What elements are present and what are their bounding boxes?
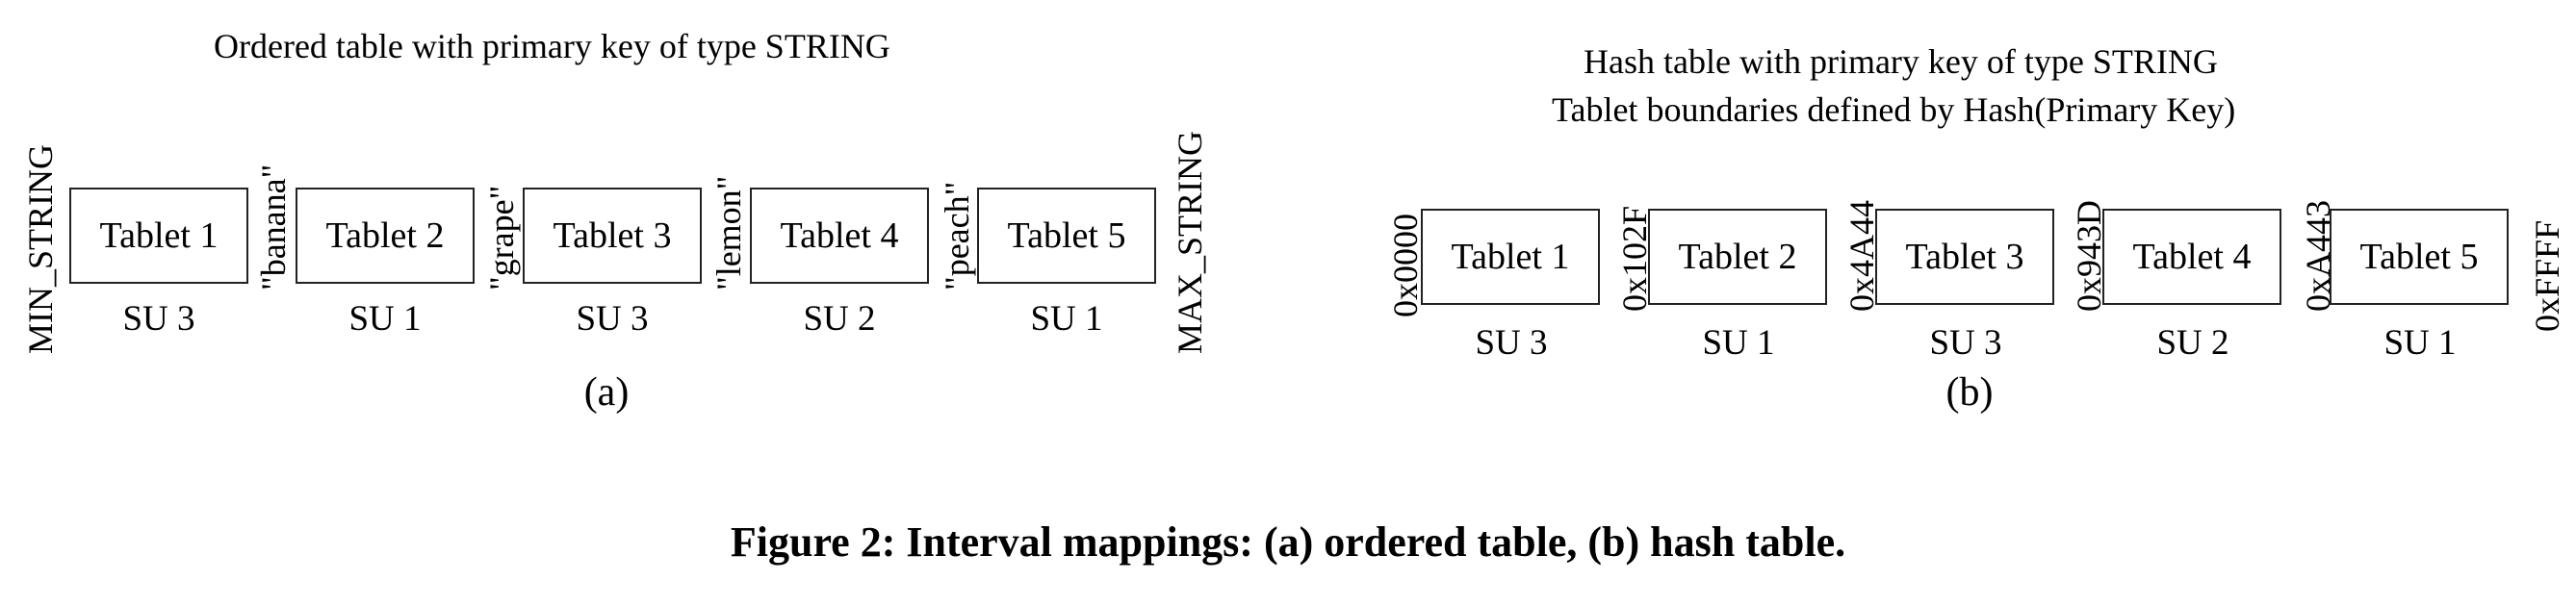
ordered-tablet-4: Tablet 4	[750, 188, 929, 284]
ordered-tablet-5: Tablet 5	[977, 188, 1156, 284]
ordered-tablet-1: Tablet 1	[69, 188, 248, 284]
tablet-label: Tablet 5	[2359, 237, 2479, 277]
figure-caption: Figure 2: Interval mappings: (a) ordered…	[730, 518, 1846, 566]
hash-tablet-2: Tablet 2	[1648, 209, 1827, 305]
hash-tablet-4: Tablet 4	[2102, 209, 2281, 305]
ordered-boundary-2: "banana"	[254, 164, 293, 290]
hash-boundary-1: 0x0000	[1386, 214, 1425, 317]
hash-tablet-1: Tablet 1	[1421, 209, 1600, 305]
hash-tablet-3: Tablet 3	[1875, 209, 2054, 305]
ordered-boundary-6: MAX_STRING	[1171, 130, 1209, 354]
tablet-label: Tablet 2	[1678, 237, 1797, 277]
ordered-boundary-4: "lemon"	[709, 175, 748, 290]
ordered-tablet-2: Tablet 2	[296, 188, 475, 284]
ordered-su-4: SU 2	[803, 299, 876, 339]
hash-tablet-5: Tablet 5	[2330, 209, 2509, 305]
ordered-title: Ordered table with primary key of type S…	[214, 27, 890, 65]
ordered-sublabel: (a)	[583, 370, 630, 415]
hash-sublabel: (b)	[1945, 370, 1994, 415]
ordered-su-5: SU 1	[1030, 299, 1103, 339]
hash-boundary-3: 0x4A44	[1842, 200, 1881, 312]
tablet-label: Tablet 2	[325, 215, 445, 256]
ordered-su-2: SU 1	[348, 299, 422, 339]
tablet-label: Tablet 3	[1905, 237, 2024, 277]
ordered-su-3: SU 3	[576, 299, 649, 339]
tablet-label: Tablet 3	[553, 215, 672, 256]
hash-boundary-2: 0x102F	[1615, 205, 1654, 312]
tablet-label: Tablet 5	[1007, 215, 1126, 256]
tablet-label: Tablet 1	[1451, 237, 1570, 277]
ordered-boundary-3: "grape"	[482, 185, 521, 290]
ordered-boundary-5: "peach"	[938, 181, 976, 290]
hash-title-line2: Tablet boundaries defined by Hash(Primar…	[1552, 90, 2236, 129]
hash-su-2: SU 1	[1702, 323, 1775, 363]
tablet-label: Tablet 4	[780, 215, 899, 256]
ordered-boundary-1: MIN_STRING	[21, 143, 60, 354]
hash-boundary-4: 0x943D	[2070, 200, 2108, 312]
hash-boundary-6: 0xFFFF	[2528, 219, 2566, 332]
hash-su-5: SU 1	[2383, 323, 2457, 363]
hash-title-line1: Hash table with primary key of type STRI…	[1584, 42, 2218, 81]
hash-su-3: SU 3	[1929, 323, 2002, 363]
tablet-label: Tablet 1	[99, 215, 219, 256]
ordered-su-1: SU 3	[122, 299, 195, 339]
tablet-label: Tablet 4	[2132, 237, 2252, 277]
ordered-tablet-3: Tablet 3	[523, 188, 702, 284]
hash-su-1: SU 3	[1475, 323, 1548, 363]
hash-su-4: SU 2	[2156, 323, 2229, 363]
